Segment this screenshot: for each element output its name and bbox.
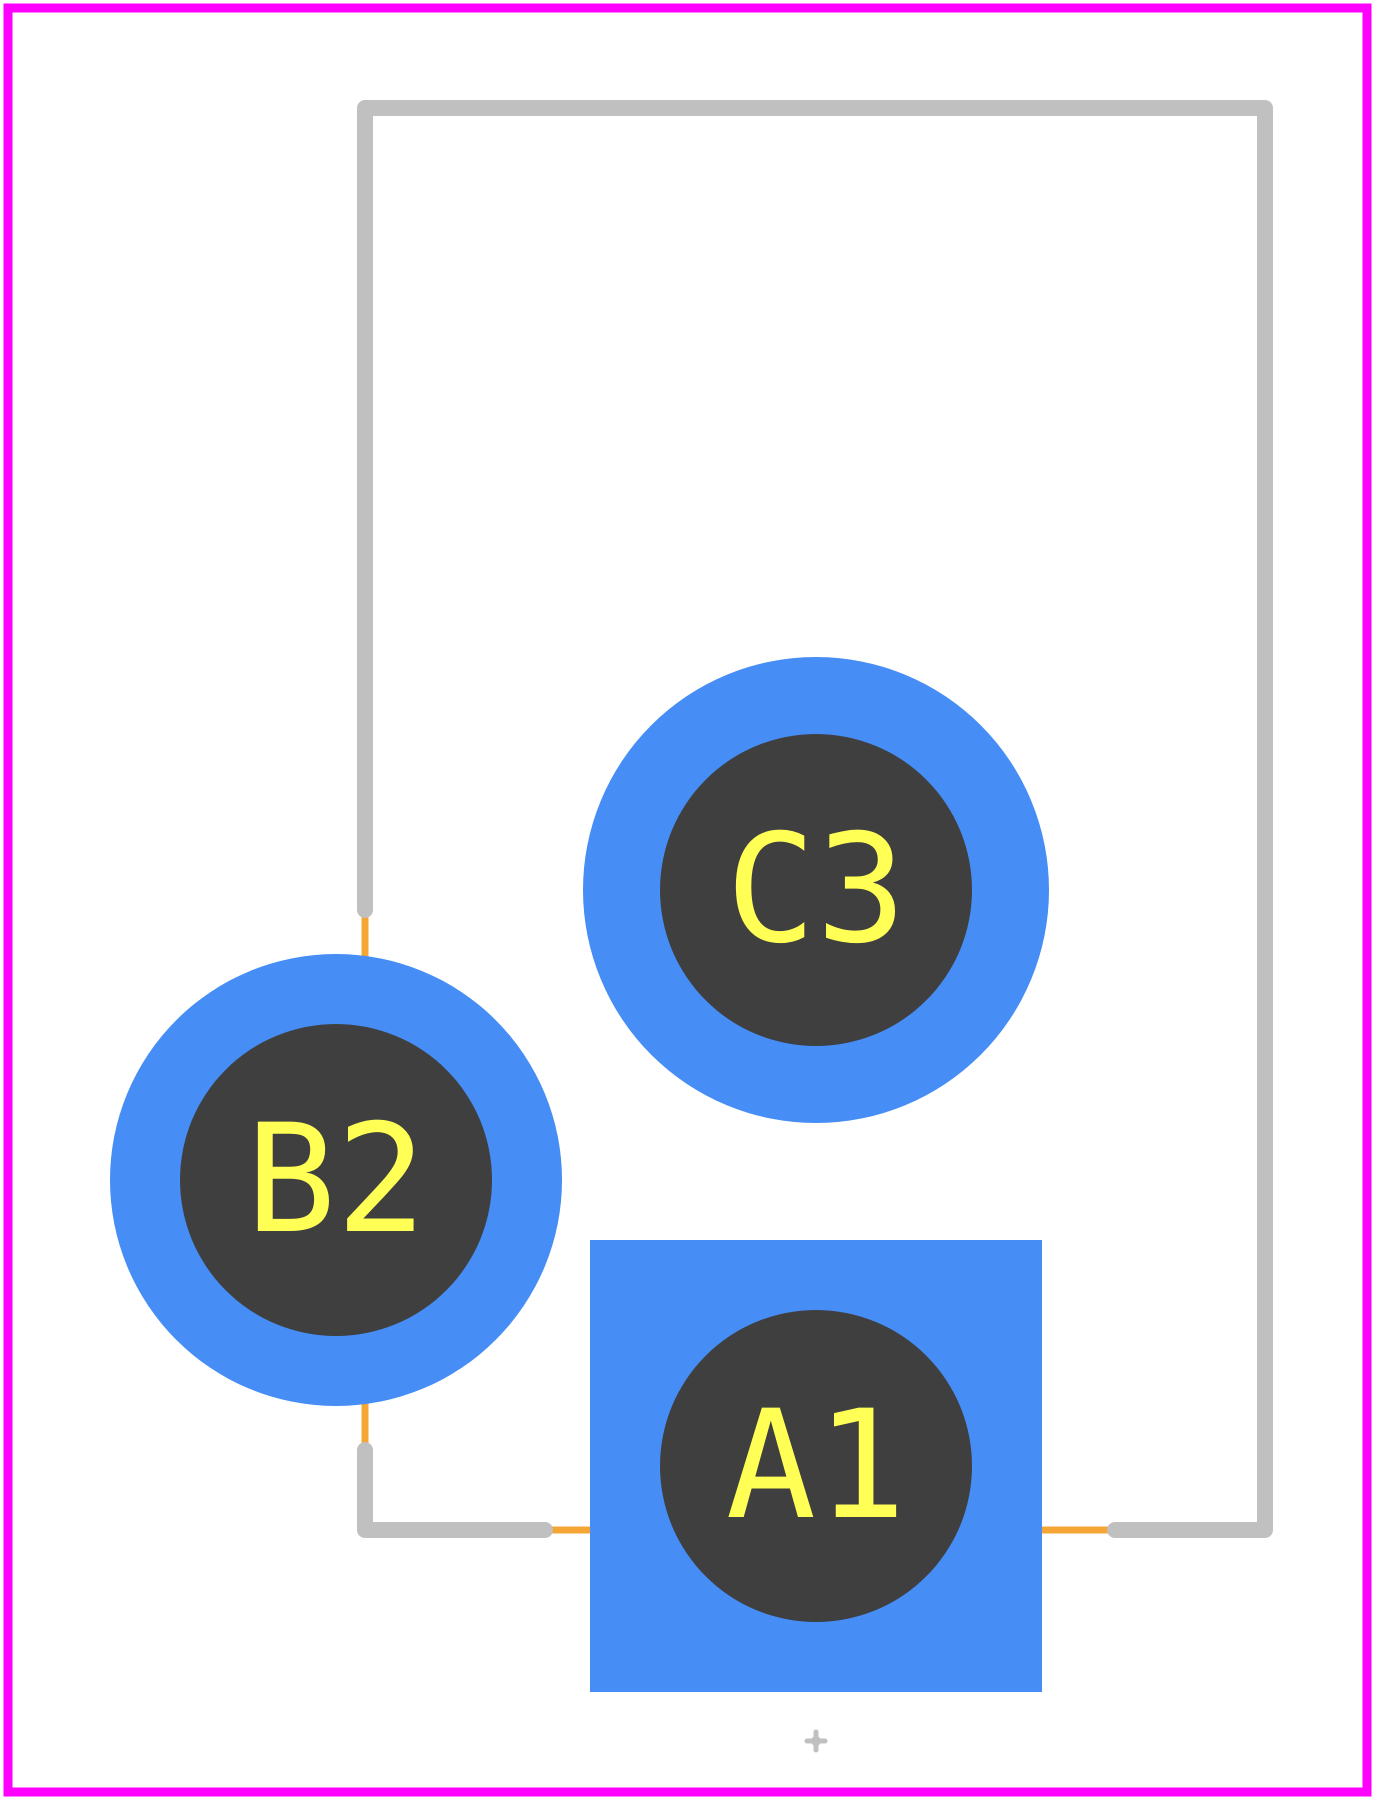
silkscreen-line-upper: [357, 100, 1273, 1538]
silkscreen-line-lower: [357, 1442, 553, 1538]
pad-a1-drill: [660, 1310, 972, 1622]
pad-a1-label: A1: [726, 1379, 907, 1553]
assembly-lines: [361, 910, 1115, 1534]
pad-b2-drill: [180, 1024, 492, 1336]
silkscreen-outline: [357, 100, 1273, 1538]
pad-b2-label: B2: [246, 1093, 427, 1267]
pad-c3-drill: [660, 734, 972, 1046]
pad-a1[interactable]: A1: [590, 1240, 1042, 1692]
pad-b2[interactable]: B2: [110, 954, 562, 1406]
courtyard-outline: [3, 3, 1372, 1797]
pad-c3[interactable]: C3: [583, 657, 1049, 1123]
origin-marker-icon: [804, 1729, 828, 1753]
pad-c3-label: C3: [726, 803, 907, 977]
